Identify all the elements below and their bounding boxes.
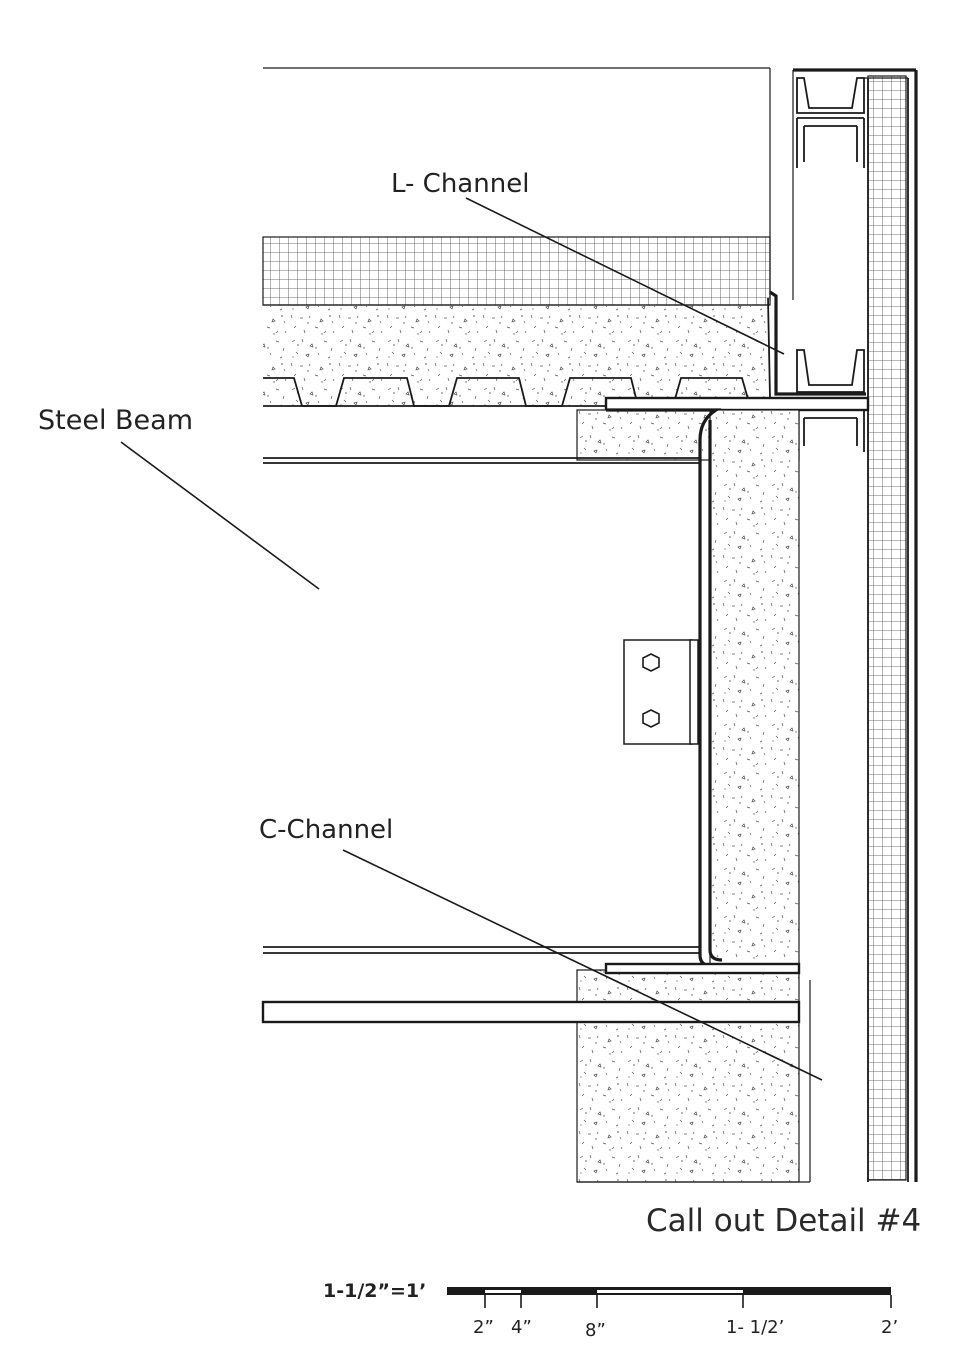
upper-floor-assembly [262, 67, 771, 407]
wall-studs [796, 77, 865, 452]
c-channel-label: C-Channel [259, 815, 393, 845]
steel-beam-label: Steel Beam [38, 405, 193, 436]
c-channel-beam [263, 408, 801, 975]
steel-beam-leader [120, 441, 320, 590]
scale-tick-label: 2” [473, 1317, 494, 1338]
lower-floor-plate [261, 980, 811, 1183]
scale-tick-label: 2’ [881, 1317, 898, 1338]
beam-encasement [576, 409, 800, 1183]
scale-tick-label: 8” [585, 1320, 606, 1341]
detail-title: Call out Detail #4 [646, 1203, 921, 1239]
exterior-wall [769, 68, 918, 1182]
scale-bar: 1-1/2”=1’ 2” 4” 8” 1- 1/2’ 2’ [323, 1280, 898, 1341]
wall-insulation-grid [867, 75, 907, 1181]
l-channel-label: L- Channel [391, 169, 529, 199]
bolt-icon [642, 653, 660, 672]
concrete-slab [263, 306, 770, 406]
connection-plate [623, 639, 699, 745]
bolt-icon [642, 709, 660, 728]
scale-tick-label: 4” [511, 1317, 532, 1338]
c-channel-leader [342, 849, 823, 1081]
insulation-layer [262, 236, 771, 306]
scale-label: 1-1/2”=1’ [323, 1280, 426, 1302]
l-channel-leader [465, 197, 785, 355]
scale-tick-label: 1- 1/2’ [726, 1317, 784, 1338]
leader-lines [120, 197, 823, 1081]
